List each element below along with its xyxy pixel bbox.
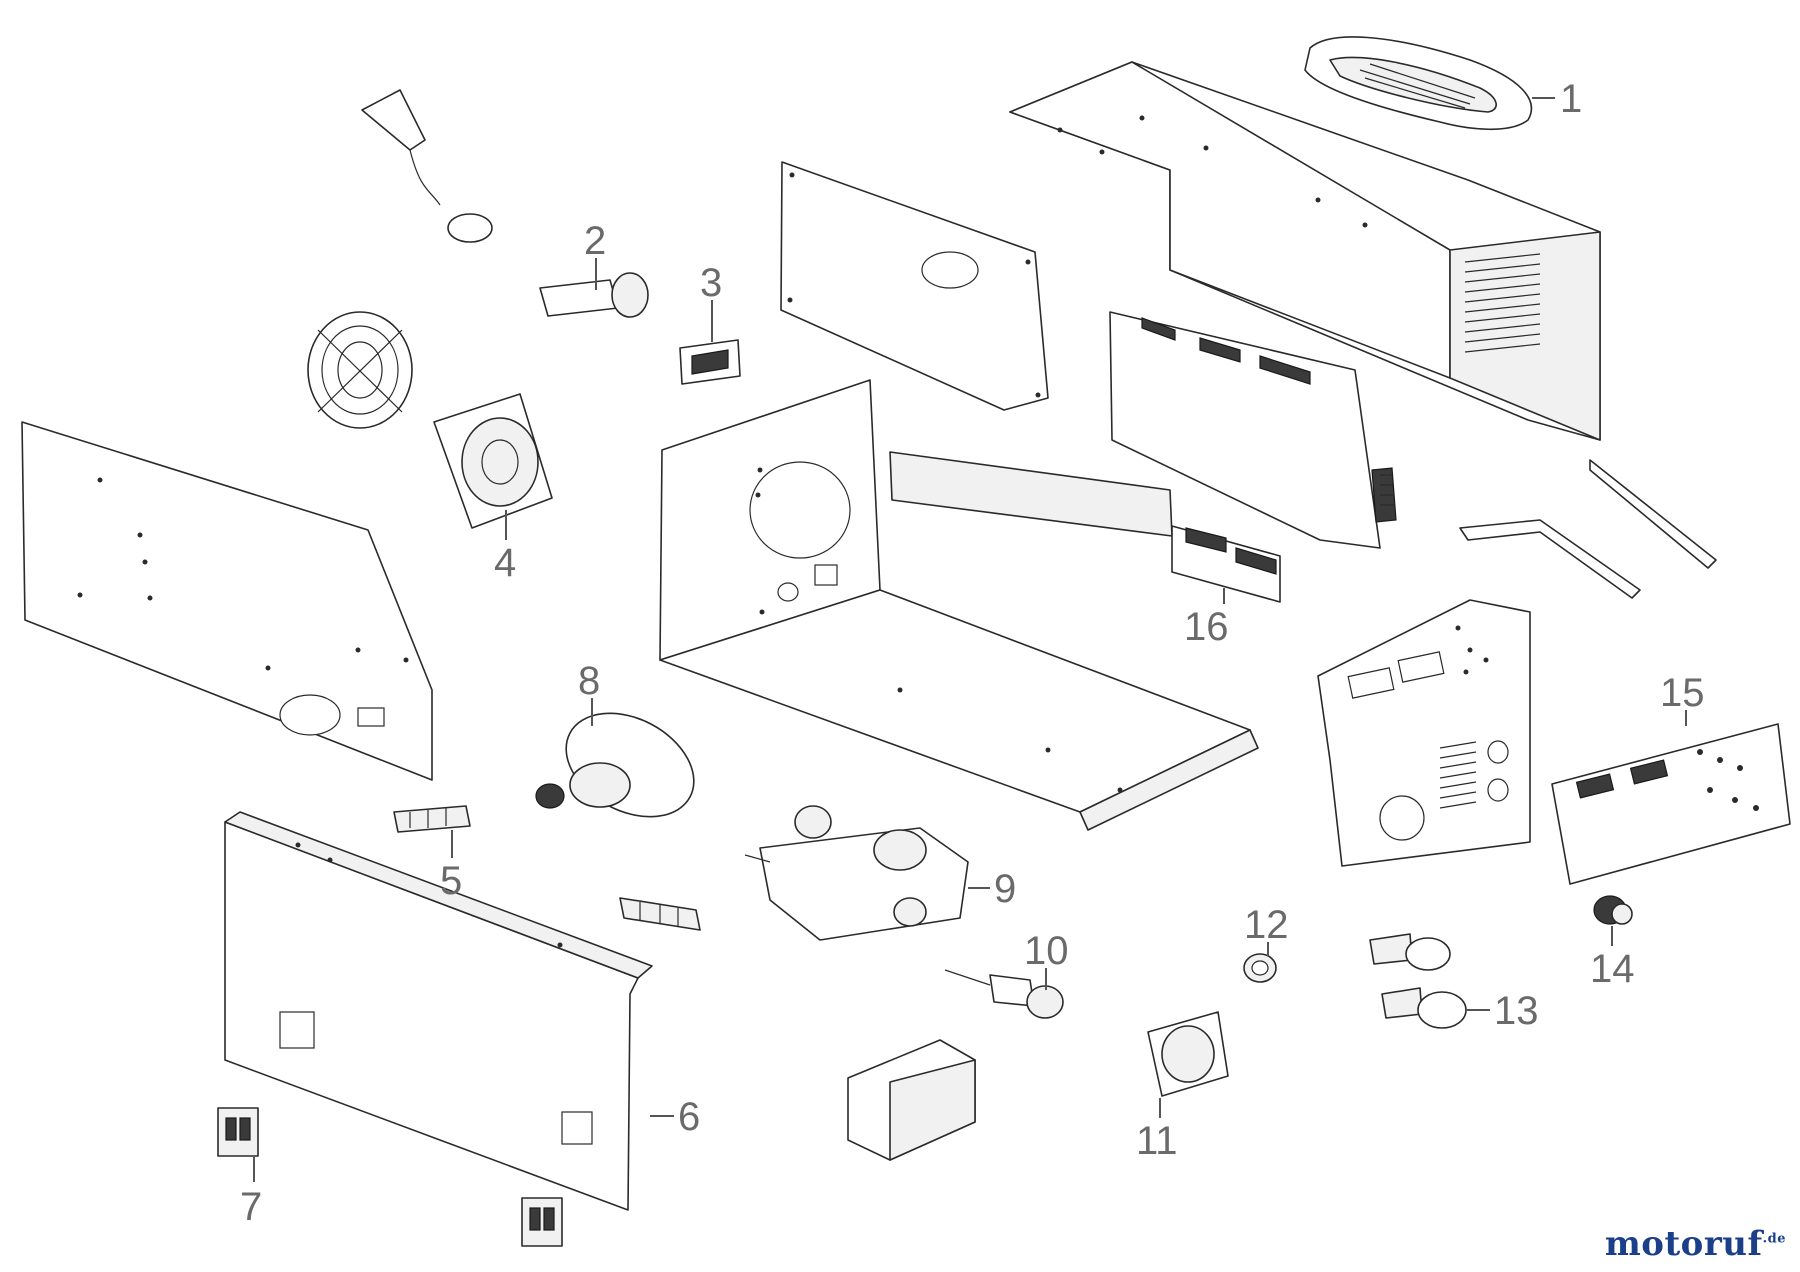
- upper-side-panel: [780, 161, 1049, 411]
- callout-15: 15: [1660, 671, 1705, 715]
- callout-9: 9: [994, 867, 1016, 911]
- spool-holder: [535, 712, 695, 818]
- hinge-upper: [393, 805, 471, 833]
- front-panel: [1317, 599, 1531, 867]
- power-plug: [361, 89, 493, 243]
- callout-13: 13: [1494, 989, 1539, 1033]
- callout-11: 11: [1136, 1119, 1178, 1163]
- control-pcb: [1551, 723, 1791, 885]
- callout-10: 10: [1024, 929, 1069, 973]
- callout-4: 4: [494, 541, 516, 585]
- leader-lines: [253, 97, 1687, 1182]
- callout-8: 8: [578, 659, 600, 703]
- power-switch: [679, 339, 741, 385]
- euro-socket: [1147, 1011, 1229, 1097]
- callout-14: 14: [1590, 947, 1635, 991]
- callout-12: 12: [1244, 903, 1289, 947]
- fan-assembly: [307, 311, 553, 529]
- watermark-suffix: .de: [1762, 1231, 1786, 1247]
- main-pcb: [1109, 311, 1397, 549]
- callout-1: 1: [1560, 77, 1582, 121]
- wire-feeder: [744, 805, 969, 941]
- chassis-base: [659, 379, 1259, 831]
- door-latch-left: [217, 1107, 259, 1157]
- callout-7: 7: [240, 1185, 262, 1229]
- callout-16: 16: [1184, 605, 1229, 649]
- output-socket-lower: [1381, 987, 1467, 1029]
- control-knob: [1593, 895, 1633, 925]
- output-socket-upper: [1369, 933, 1451, 971]
- grommet: [1243, 953, 1277, 983]
- torch-connector: [944, 969, 1064, 1019]
- heatsink-module: [1171, 525, 1281, 603]
- callout-3: 3: [700, 261, 722, 305]
- watermark-logo: motoruf.de: [1605, 1224, 1786, 1264]
- support-brackets: [1459, 459, 1717, 599]
- hinge-lower: [619, 897, 701, 931]
- left-side-panel: [21, 421, 433, 781]
- door-latch-right: [521, 1197, 563, 1247]
- carry-handle: [1304, 36, 1533, 131]
- callout-2: 2: [584, 219, 606, 263]
- callout-6: 6: [678, 1095, 700, 1139]
- callout-5: 5: [440, 859, 462, 903]
- insulation-cover: [847, 1039, 976, 1161]
- top-cover: [1009, 61, 1601, 441]
- watermark-text: motoruf: [1604, 1224, 1763, 1264]
- solenoid-valve: [539, 272, 649, 318]
- side-door: [224, 811, 653, 1211]
